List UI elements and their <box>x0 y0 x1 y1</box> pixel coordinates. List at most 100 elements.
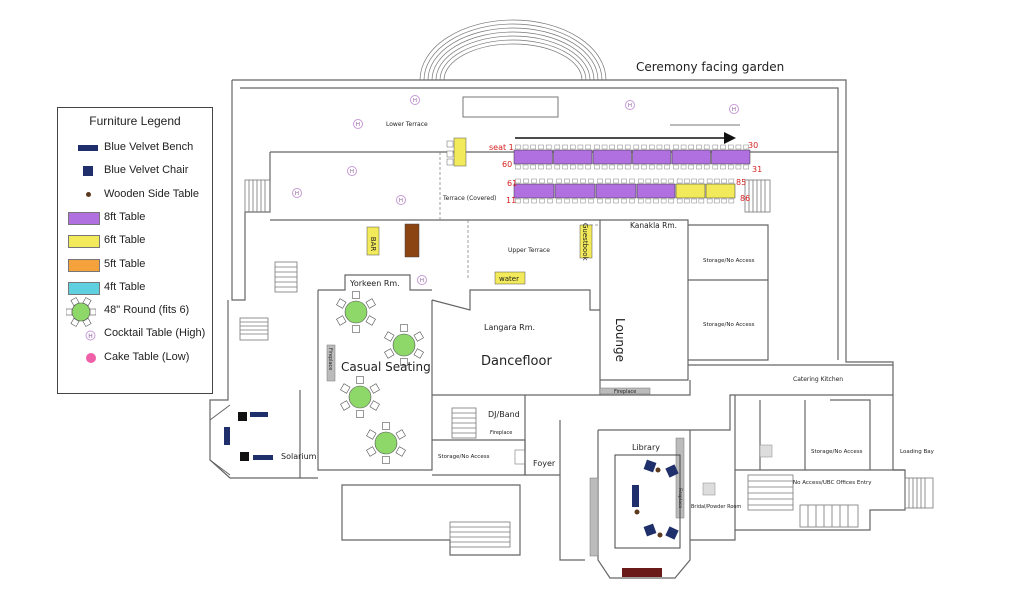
cocktail-mark: H <box>420 278 424 284</box>
round-table-icon <box>374 431 398 455</box>
cocktail-mark: H <box>732 107 736 113</box>
chair-icon <box>522 164 529 170</box>
seat-label: 11 <box>506 196 516 205</box>
legend-item-label: Blue Velvet Bench <box>104 141 194 153</box>
chair-icon <box>703 144 710 150</box>
cocktail-mark: H <box>413 98 417 104</box>
library-rug <box>614 454 681 549</box>
chair-icon <box>645 198 652 204</box>
chair-icon <box>633 144 640 150</box>
seat-label: 61 <box>507 179 517 188</box>
room-label-terrace-covered: Terrace (Covered) <box>442 195 496 202</box>
chair-icon <box>515 144 521 150</box>
chair-icon <box>564 178 570 184</box>
chair-icon <box>539 198 545 204</box>
chair-icon <box>446 150 454 158</box>
chair-icon <box>621 198 627 204</box>
legend-item: Blue Velvet Chair <box>58 161 218 181</box>
chair-icon <box>522 144 529 150</box>
cocktail-table-icon <box>729 104 739 114</box>
legend-item-label: 8ft Table <box>104 210 146 223</box>
chair-icon <box>515 178 521 184</box>
chair-icon <box>735 144 742 150</box>
side-table-icon <box>240 452 249 461</box>
cocktail-mark: H <box>295 191 299 197</box>
chair-icon <box>562 144 568 150</box>
bench-icon <box>224 427 230 445</box>
cocktail-table-icon <box>353 119 363 129</box>
chair-icon <box>597 198 603 204</box>
chair-icon <box>523 178 529 184</box>
chair-icon <box>673 164 679 170</box>
chair-icon <box>688 164 694 170</box>
chair-icon <box>365 298 376 309</box>
room-label-langara: Langara Rm. <box>484 323 535 332</box>
cocktail-mark: H <box>350 169 354 175</box>
chair-icon <box>649 144 655 150</box>
room-label-casual-seating: Casual Seating <box>341 360 431 374</box>
fireplace-label: Fireplace <box>327 348 333 370</box>
cocktail-table-icon <box>292 188 302 198</box>
ceremony-label: Ceremony facing garden <box>636 60 784 74</box>
chair-icon <box>515 164 521 170</box>
seat-label: seat 1 <box>489 143 514 152</box>
chair-icon <box>366 429 377 440</box>
chair-icon <box>691 198 697 204</box>
solarium-bay <box>209 404 231 476</box>
chair-icon <box>446 140 454 148</box>
upper-bay <box>462 96 740 126</box>
chair-icon <box>352 325 360 333</box>
terrace-dividers <box>439 152 600 280</box>
legend-item-label: Cake Table (Low) <box>104 350 190 363</box>
chair-icon <box>714 178 720 184</box>
chair-icon <box>688 144 694 150</box>
bench-icon <box>78 145 98 151</box>
chair-icon <box>413 331 424 342</box>
chair-icon <box>538 164 544 170</box>
room-label-kanakla: Kanakla Rm. <box>630 221 677 230</box>
chair-icon <box>680 144 687 150</box>
chair-icon <box>621 178 627 184</box>
chair-icon <box>656 164 663 170</box>
room-label-loading-bay: Loading Bay <box>900 449 935 455</box>
legend-item: 48" Round (fits 6) <box>58 297 218 327</box>
chair-icon <box>684 198 690 204</box>
table-8ft <box>554 183 596 199</box>
chair-icon <box>720 164 726 170</box>
chair-icon <box>624 144 631 150</box>
chair-icon <box>340 383 351 394</box>
chair-icon <box>629 198 635 204</box>
seat-label: 60 <box>502 160 512 169</box>
chair-icon <box>531 198 537 204</box>
chair-icon <box>728 144 734 150</box>
chair-icon <box>673 144 679 150</box>
chair-icon <box>545 164 552 170</box>
chair-icon <box>721 178 727 184</box>
library-bench <box>622 568 662 577</box>
table-8ft-icon <box>68 211 100 225</box>
utility-icons <box>514 444 773 496</box>
chair-icon <box>605 198 611 204</box>
room-label-dancefloor: Dancefloor <box>481 354 552 369</box>
chair-icon <box>656 144 663 150</box>
side-table-icon <box>634 509 640 515</box>
chair-icon <box>728 178 735 184</box>
chair-icon <box>643 523 657 537</box>
bench-icon <box>253 455 273 460</box>
chair-icon <box>523 198 529 204</box>
chair-icon <box>446 158 454 166</box>
chair-icon <box>676 178 683 184</box>
round-table-icon <box>344 300 368 324</box>
legend-item: 4ft Table <box>58 278 218 298</box>
chair-icon <box>696 144 702 150</box>
fireplace-label: Fireplace <box>677 488 683 508</box>
chair-icon <box>714 198 720 204</box>
chair-icon <box>698 198 705 204</box>
chair-icon <box>382 422 390 430</box>
chair-icon <box>413 348 424 359</box>
chair-icon <box>384 348 395 359</box>
table-8ft <box>513 149 553 165</box>
chair-icon <box>743 144 749 150</box>
water-label: water <box>499 275 519 283</box>
